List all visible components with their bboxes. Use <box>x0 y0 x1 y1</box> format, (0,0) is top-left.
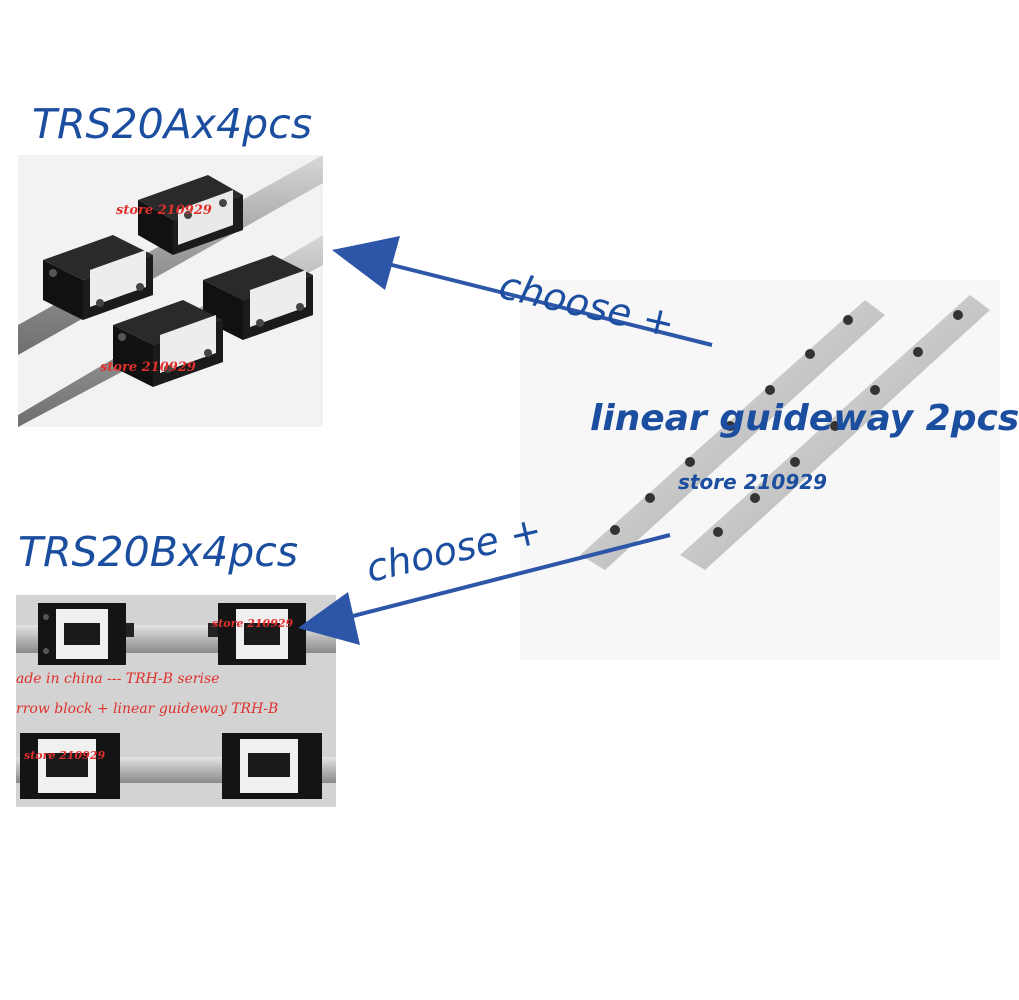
store-label: store 210929 <box>678 470 828 494</box>
rail-label: linear guideway 2pcs <box>590 398 1019 439</box>
watermark: store 210929 <box>24 749 106 762</box>
product-title-a: TRS20Ax4pcs <box>32 100 313 148</box>
product-photo-b: store 210929 store 210929 ade in china -… <box>16 595 336 807</box>
linear-guideway-photo <box>520 280 1000 660</box>
flange-blocks-image <box>18 155 323 427</box>
watermark: store 210929 <box>116 203 212 218</box>
arrow-to-b <box>298 533 671 645</box>
product-photo-a: store 210929 store 210929 <box>18 155 323 427</box>
arrow-to-a <box>332 236 713 347</box>
photo-caption: ade in china --- TRH-B serise <box>16 671 220 687</box>
product-title-b: TRS20Bx4pcs <box>18 528 299 576</box>
watermark: store 210929 <box>212 617 294 630</box>
linear-rails-image <box>520 280 1000 660</box>
watermark: store 210929 <box>100 360 196 375</box>
photo-caption: rrow block + linear guideway TRH-B <box>16 701 279 717</box>
square-blocks-image <box>16 595 336 807</box>
